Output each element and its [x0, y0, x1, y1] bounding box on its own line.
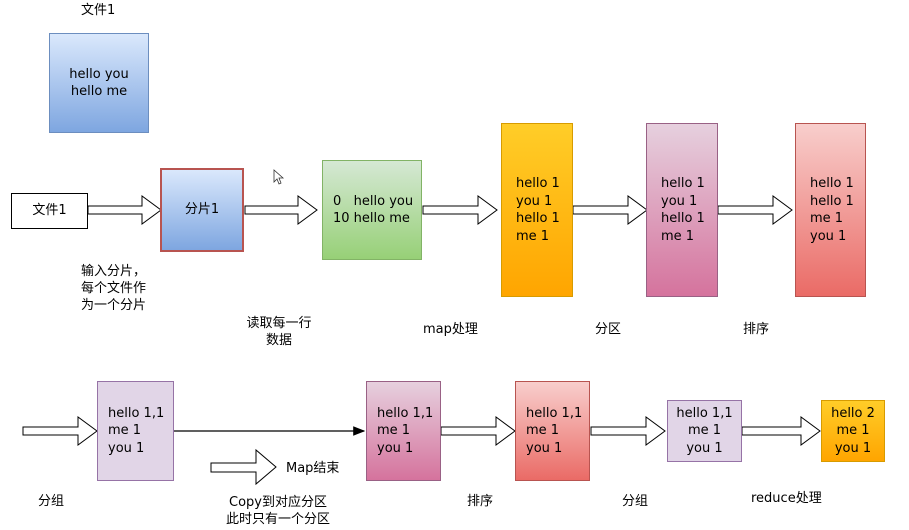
- arrow-map-to-partition: [572, 195, 648, 225]
- sort2-line-3: you 1: [526, 440, 563, 456]
- partition-line-4: me 1: [661, 228, 695, 244]
- map-output-box: hello 1 you 1 hello 1 me 1: [501, 123, 573, 297]
- split-box: 分片1: [160, 168, 244, 252]
- sort-line-4: you 1: [810, 228, 847, 244]
- arrow-file-to-split: [87, 195, 162, 225]
- split-caption: 输入分片， 每个文件作 为一个分片: [81, 263, 146, 314]
- top-file-line-1: hello you: [69, 66, 129, 82]
- reduce-caption: reduce处理: [751, 491, 822, 506]
- sort2-caption: 排序: [467, 494, 494, 509]
- copy-line-3: you 1: [377, 440, 414, 456]
- copy-caption: Copy到对应分区 此时只有一个分区: [210, 494, 346, 528]
- read-caption: 读取每一行 数据: [241, 315, 317, 349]
- sort-caption: 排序: [743, 322, 770, 337]
- arrow-read-to-map: [422, 195, 498, 225]
- map-line-1: hello 1: [516, 176, 560, 191]
- sort2-box: hello 1,1 me 1 you 1: [515, 381, 590, 481]
- mouse-cursor-icon: [273, 169, 285, 185]
- read-line-1: 0 hello you: [333, 193, 414, 209]
- reduce-line-1: hello 2: [831, 405, 875, 421]
- split-box-label: 分片1: [184, 202, 220, 218]
- sort2-line-2: me 1: [526, 423, 560, 439]
- map-caption: map处理: [423, 322, 478, 337]
- arrow-into-group: [22, 416, 98, 446]
- split-caption-line-1: 输入分片，: [81, 264, 147, 279]
- arrow-split-to-read: [244, 195, 318, 225]
- map-line-3: hello 1: [516, 211, 560, 226]
- arrow-group-to-reduce: [741, 416, 821, 446]
- top-file-title: 文件1: [81, 3, 116, 18]
- map-end-label: Map结束: [286, 461, 340, 476]
- group2-box: hello 1,1 me 1 you 1: [667, 400, 742, 462]
- arrow-sort-to-group: [590, 416, 666, 446]
- group2-line-3: you 1: [686, 440, 723, 456]
- group-box: hello 1,1 me 1 you 1: [97, 381, 174, 481]
- read-caption-line-2: 数据: [265, 333, 292, 348]
- input-file-box: 文件1: [11, 193, 88, 229]
- copy-caption-line-1: Copy到对应分区: [229, 495, 327, 510]
- group-line-1: hello 1,1: [108, 405, 165, 421]
- top-file-box: hello you hello me: [49, 33, 149, 133]
- map-line-4: me 1: [516, 228, 550, 244]
- top-file-line-2: hello me: [70, 84, 128, 99]
- group-line-3: you 1: [108, 440, 145, 456]
- input-file-label: 文件1: [32, 203, 67, 219]
- arrow-partition-to-sort: [717, 195, 793, 225]
- reduce-line-2: me 1: [836, 423, 870, 439]
- split-caption-line-3: 为一个分片: [81, 298, 147, 313]
- sort-line-3: me 1: [810, 211, 844, 226]
- reduce-line-3: you 1: [834, 440, 872, 456]
- group2-line-1: hello 1,1: [676, 405, 733, 421]
- sort-line-1: hello 1: [810, 176, 854, 191]
- partition-line-1: hello 1: [661, 176, 705, 191]
- copy-box: hello 1,1 me 1 you 1: [366, 381, 441, 481]
- arrow-map-end: [210, 448, 277, 486]
- partition-line-2: you 1: [661, 193, 698, 209]
- group2-caption: 分组: [622, 494, 649, 509]
- partition-line-3: hello 1: [661, 211, 705, 226]
- partition-caption: 分区: [595, 322, 622, 337]
- group-line-2: me 1: [108, 423, 142, 439]
- copy-caption-line-2: 此时只有一个分区: [225, 512, 330, 527]
- partition-box: hello 1 you 1 hello 1 me 1: [646, 123, 718, 297]
- read-lines-box: 0 hello you 10 hello me: [322, 160, 422, 260]
- read-line-2: 10 hello me: [333, 211, 410, 226]
- group-caption: 分组: [38, 494, 65, 509]
- copy-line-2: me 1: [377, 423, 411, 439]
- map-line-2: you 1: [516, 193, 553, 209]
- split-caption-line-2: 每个文件作: [81, 281, 147, 296]
- group2-line-2: me 1: [687, 423, 722, 439]
- copy-line-1: hello 1,1: [377, 405, 434, 421]
- sort2-line-1: hello 1,1: [526, 405, 583, 421]
- arrow-copy-to-sort: [440, 416, 516, 446]
- read-caption-line-1: 读取每一行: [246, 316, 312, 331]
- sort-box: hello 1 hello 1 me 1 you 1: [795, 123, 866, 297]
- reduce-box: hello 2 me 1 you 1: [821, 400, 885, 462]
- sort-line-2: hello 1: [810, 193, 854, 209]
